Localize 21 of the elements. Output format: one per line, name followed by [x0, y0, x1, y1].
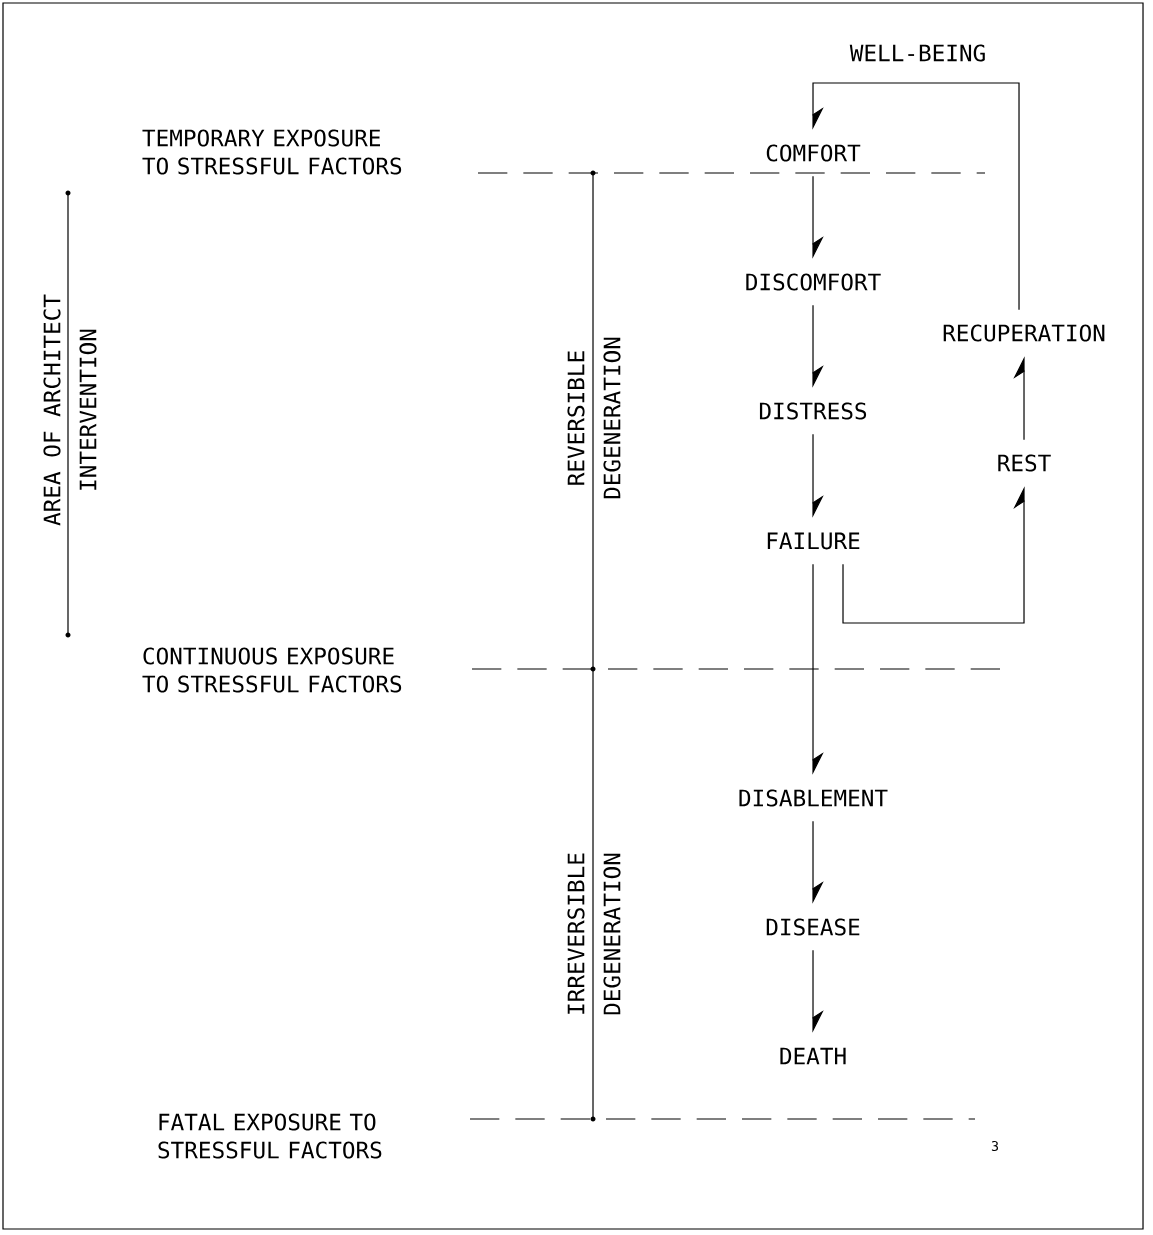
stage-label: DISABLEMENT [739, 789, 888, 807]
rotated-label: INTERVENTION [79, 329, 97, 490]
page-number: 3 [991, 1140, 999, 1152]
exposure-label: CONTINUOUS EXPOSURE TO STRESSFUL FACTORS [142, 647, 402, 693]
exposure-label: TEMPORARY EXPOSURE TO STRESSFUL FACTORS [142, 129, 402, 175]
stage-label: DEATH [780, 1047, 846, 1065]
rotated-label: REVERSIBLE [567, 351, 585, 485]
rotated-label: DEGENERATION [603, 853, 621, 1015]
edge-label: WELL-BEING [847, 41, 989, 65]
stage-label: DISTRESS [759, 402, 867, 420]
rotated-label: DEGENERATION [603, 337, 621, 499]
exposure-label: FATAL EXPOSURE TO STRESSFUL FACTORS [158, 1113, 382, 1159]
arrow [812, 82, 1020, 311]
rotated-label: AREA OF ARCHITECT [43, 294, 61, 526]
stage-label: DISCOMFORT [746, 273, 881, 291]
stage-label: FAILURE [767, 532, 860, 550]
rotated-label: IRREVERSIBLE [567, 853, 585, 1014]
stage-label: REST [998, 454, 1051, 472]
stage-label: RECUPERATION [943, 324, 1105, 342]
stage-label: COMFORT [766, 144, 861, 162]
stage-label: DISEASE [766, 918, 860, 936]
